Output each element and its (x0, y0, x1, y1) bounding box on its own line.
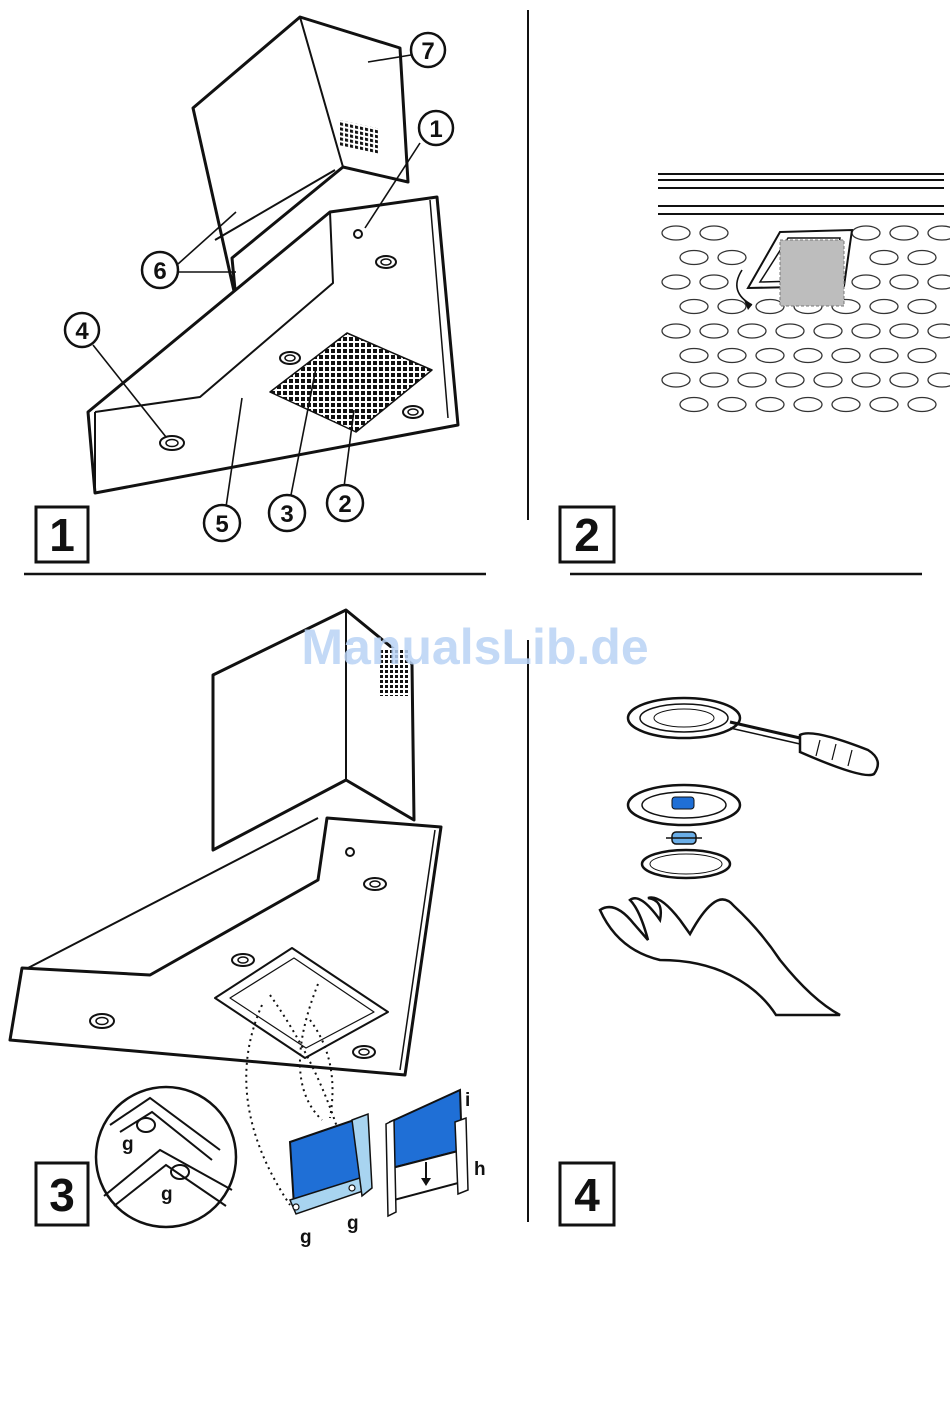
perforation-hole (718, 398, 746, 412)
svg-text:5: 5 (215, 511, 228, 538)
hood-canopy (88, 197, 458, 493)
perforation-hole (700, 373, 728, 387)
perforation-hole (852, 324, 880, 338)
screwdriver-handle (800, 733, 878, 775)
perforation-hole (738, 373, 766, 387)
perforation-hole (700, 275, 728, 289)
perforation-hole (738, 324, 766, 338)
perforation-hole (870, 251, 898, 265)
svg-text:1: 1 (49, 509, 75, 561)
perforation-hole (814, 324, 842, 338)
perforation-hole (890, 373, 918, 387)
svg-text:2: 2 (574, 509, 600, 561)
perforation-hole (870, 349, 898, 363)
perforation-hole (890, 226, 918, 240)
perforation-hole (870, 300, 898, 314)
perforation-hole (832, 349, 860, 363)
panel-2-filter-latch-detail (658, 174, 950, 412)
svg-text:2: 2 (338, 491, 351, 518)
perforation-hole (662, 373, 690, 387)
perforation-hole (794, 398, 822, 412)
letter-g-bottom-left: g (300, 1227, 312, 1248)
svg-text:1: 1 (429, 116, 442, 143)
callout-1: 1 (419, 111, 453, 145)
perforation-hole (928, 275, 950, 289)
perforation-hole (662, 275, 690, 289)
perforation-hole (700, 324, 728, 338)
letter-i: i (465, 1090, 470, 1111)
perforation-hole (928, 373, 950, 387)
callout-5: 5 (204, 505, 240, 541)
perforation-hole (718, 349, 746, 363)
perforation-hole (718, 300, 746, 314)
perforation-hole (852, 373, 880, 387)
svg-text:g: g (161, 1184, 173, 1205)
perforation-hole (852, 226, 880, 240)
panel-3-filter-removal (10, 610, 441, 1075)
perforation-hole (700, 226, 728, 240)
perforation-hole (718, 251, 746, 265)
callout-7: 7 (411, 33, 445, 67)
panel-4-number-box: 4 (560, 1163, 614, 1225)
filter-latch (737, 230, 852, 310)
perforation-hole (870, 398, 898, 412)
perforation-hole (908, 398, 936, 412)
perforation-hole (928, 226, 950, 240)
perforation-hole (814, 373, 842, 387)
grease-filter-rear (386, 1090, 468, 1216)
perforation-hole (832, 398, 860, 412)
perforation-hole (680, 398, 708, 412)
perforation-hole (890, 275, 918, 289)
perforation-hole (928, 324, 950, 338)
panel-1-hood-overview (88, 17, 458, 493)
grease-filter-front (290, 1114, 372, 1214)
perforation-hole (890, 324, 918, 338)
perforation-hole (662, 324, 690, 338)
panel-2-number-box: 2 (560, 507, 614, 562)
panel-4-lamp-replacement (600, 698, 878, 1015)
svg-text:3: 3 (49, 1169, 75, 1221)
perforation-hole (680, 349, 708, 363)
perforation-hole (662, 226, 690, 240)
perforation-hole (908, 300, 936, 314)
svg-text:4: 4 (75, 318, 89, 345)
callout-3: 3 (269, 495, 305, 531)
perforation-hole (756, 398, 784, 412)
perforation-hole (756, 300, 784, 314)
svg-text:4: 4 (574, 1169, 600, 1221)
hood-canopy-3 (10, 818, 441, 1075)
callout-2: 2 (327, 485, 363, 521)
perforation-hole (680, 251, 708, 265)
letter-h: h (474, 1159, 486, 1180)
letter-g-bottom-right: g (347, 1213, 359, 1234)
perforation-hole (680, 300, 708, 314)
perforation-hole (776, 373, 804, 387)
svg-text:3: 3 (280, 501, 293, 528)
perforation-hole (756, 349, 784, 363)
panel-3-number-box: 3 (36, 1163, 88, 1225)
callout-6: 6 (142, 252, 178, 288)
watermark: ManualsLib.de (301, 619, 648, 675)
perforation-hole (852, 275, 880, 289)
perforation-hole (908, 251, 936, 265)
perforation-hole (908, 349, 936, 363)
panel-1-number-box: 1 (36, 507, 88, 562)
hand (600, 897, 840, 1015)
perforation-hole (776, 324, 804, 338)
callout-4: 4 (65, 313, 99, 347)
latch-zoom-detail: g g (96, 1087, 236, 1227)
svg-text:g: g (122, 1134, 134, 1155)
svg-text:7: 7 (421, 38, 434, 65)
svg-text:6: 6 (153, 258, 166, 285)
perforation-hole (794, 349, 822, 363)
